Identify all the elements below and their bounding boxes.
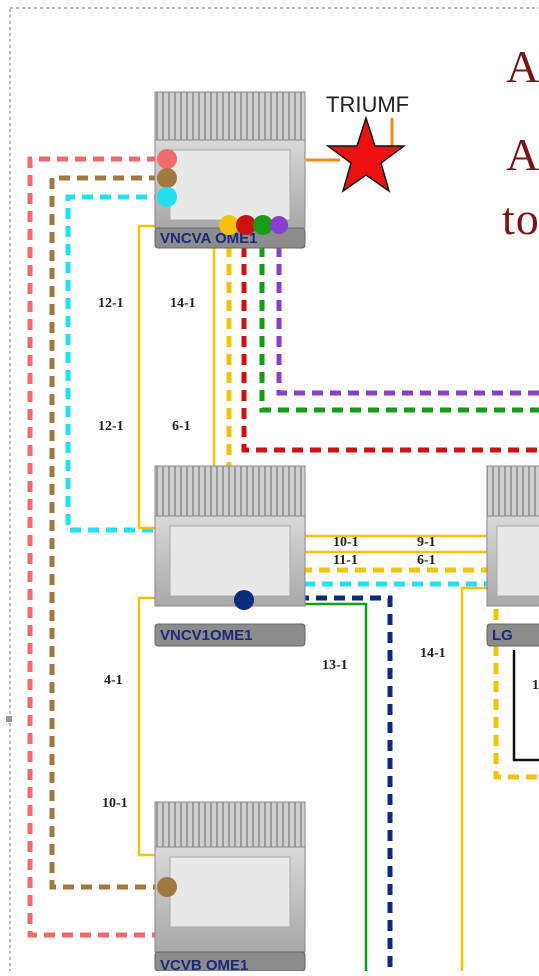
port-label: 12-1 — [98, 419, 124, 434]
node-mid[interactable]: VNCV1OME1 — [154, 465, 306, 647]
link-purple — [276, 228, 539, 396]
port-dot-green — [253, 215, 273, 235]
link-orange-v — [390, 118, 394, 150]
port-dot-salmon — [157, 149, 177, 169]
port-label: 1 — [532, 678, 539, 693]
node-label: VNCVA OME1 — [160, 230, 258, 247]
port-label: 13-1 — [322, 658, 348, 673]
port-label: 10-1 — [102, 796, 128, 811]
page-border — [9, 7, 539, 976]
port-label: 6-1 — [417, 553, 436, 568]
port-label: 4-1 — [104, 673, 123, 688]
link-black — [512, 650, 539, 762]
port-dot-navy — [234, 590, 254, 610]
node-bottom[interactable]: VCVB OME1 — [154, 801, 306, 974]
link-green — [259, 228, 539, 413]
port-label: 9-1 — [417, 535, 436, 550]
link-yellow-mid-bottom — [137, 596, 160, 857]
port-label: 11-1 — [333, 553, 358, 568]
port-dot-purple — [270, 216, 288, 234]
node-right[interactable]: LG — [486, 465, 539, 647]
node-label: VCVB OME1 — [160, 957, 248, 971]
port-dot-cyan — [157, 187, 177, 207]
star-icon[interactable] — [325, 115, 407, 193]
port-dot-brown-bottom — [157, 877, 177, 897]
link-green-solid — [300, 602, 368, 971]
site-label: TRIUMF — [326, 92, 409, 117]
resize-handle — [6, 716, 12, 722]
link-yellow-dashed — [226, 228, 539, 780]
node-label: LG — [492, 627, 513, 644]
link-red — [241, 228, 539, 453]
port-label: 14-1 — [170, 296, 196, 311]
node-top[interactable]: VNCVA OME1 — [154, 91, 306, 249]
port-label: 14-1 — [420, 646, 446, 661]
title-fragment: A — [506, 41, 539, 92]
link-brown — [49, 175, 166, 890]
port-label: 12-1 — [98, 296, 124, 311]
link-navy — [244, 595, 393, 971]
title-fragment: to — [502, 193, 539, 244]
node-label: VNCV1OME1 — [160, 627, 253, 644]
port-dot-red — [236, 215, 256, 235]
port-dot-brown — [157, 168, 177, 188]
port-label: 10-1 — [333, 535, 359, 550]
port-dot-yellow — [219, 215, 239, 235]
title-fragment: A — [506, 129, 539, 180]
port-label: 6-1 — [172, 419, 191, 434]
